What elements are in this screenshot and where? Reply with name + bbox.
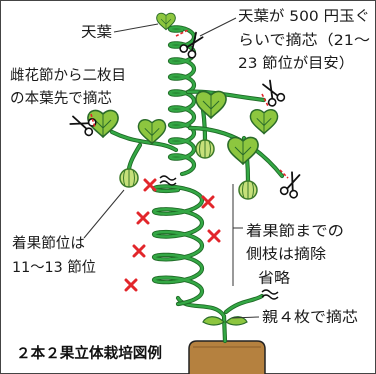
lower-vine-spiral [152,185,204,306]
remove-x-mark [201,195,215,209]
label-top-leaf: 天葉 [81,24,113,41]
label-side-removal-line2: 側枝は摘除 [246,245,327,263]
label-fruit-node-line1: 着果節位は [12,234,85,252]
label-fruit-node-line2: 11～13 節位 [12,258,96,276]
label-top-pinch-line3: 23 節位が目安） [238,54,354,72]
label-side-pinch-line2: の本葉先で摘芯 [10,89,112,107]
fruit-icon [195,139,215,159]
cut-mark [279,169,289,179]
remove-x-mark [207,229,221,243]
fruit-icon [119,168,139,188]
omission-wave-mark [261,289,279,300]
pointer-top-leaf [113,23,159,33]
label-side-pinch-line1: 雌花節から二枚目 [10,66,126,84]
label-top-pinch-line2: らいで摘芯（21～ [238,31,370,49]
cut-mark [261,93,269,107]
upper-vine-spiral [168,26,196,176]
pointer-parent-pinch [231,316,260,319]
remove-x-mark [132,244,146,258]
remove-x-mark [136,211,150,225]
label-parent-pinch: 親４枚で摘芯 [262,308,358,326]
label-top-pinch-line1: 天葉が 500 円玉ぐ [238,8,370,25]
remove-x-mark [124,278,138,292]
remove-x-mark [143,178,157,192]
pointer-fruit-node [83,189,125,239]
label-omitted: 省略 [258,270,291,287]
pointer-top-pinch [199,17,237,37]
omission-wave-mark [159,175,177,186]
label-side-removal-line1: 着果節までの [246,222,344,240]
fruit-icon [238,180,258,200]
cut-mark [90,113,96,129]
soil-pot [188,340,266,374]
seedling-leaf-left [202,316,225,326]
cut-mark [175,29,189,37]
figure-title: ２本２果立体栽培図例 [16,344,162,362]
